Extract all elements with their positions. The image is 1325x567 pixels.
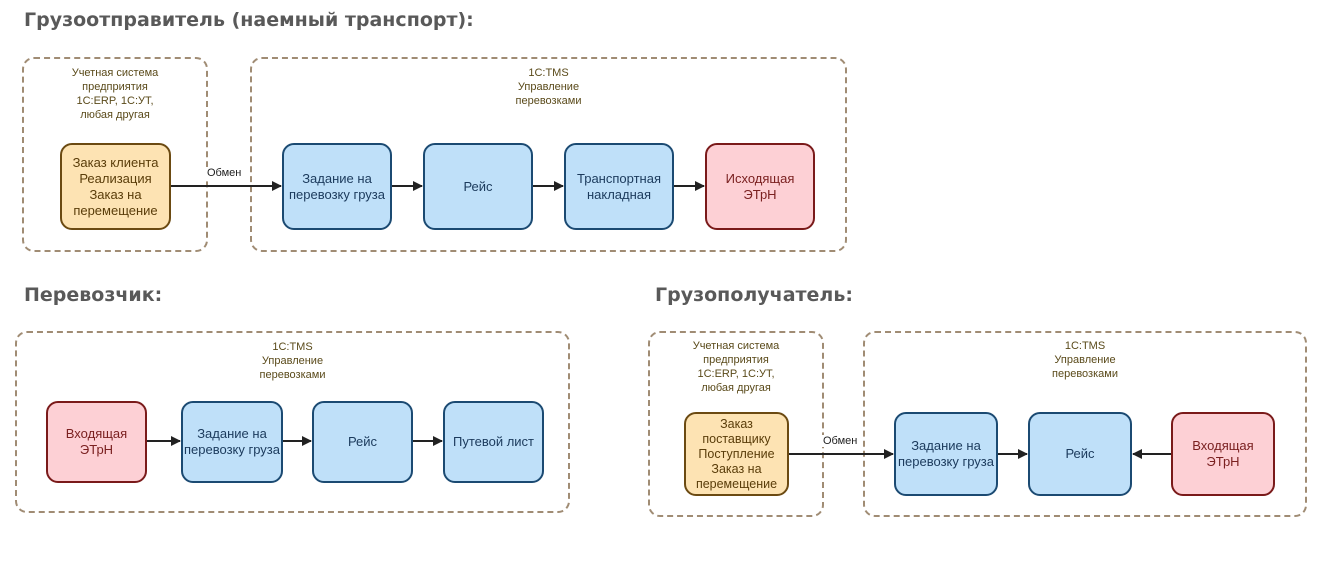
- carrier-trip-node[interactable]: Рейс: [312, 401, 413, 483]
- carrier-incoming-etrn-node[interactable]: Входящая ЭТрН: [46, 401, 147, 483]
- consignee-incoming-etrn-node[interactable]: Входящая ЭТрН: [1171, 412, 1275, 496]
- consignee-transport-task-node[interactable]: Задание на перевозку груза: [894, 412, 998, 496]
- consignee-source-documents-node[interactable]: Заказ поставщику Поступление Заказ на пе…: [684, 412, 789, 496]
- consignee-erp-group: Учетная система предприятия 1С:ERP, 1С:У…: [648, 331, 824, 517]
- carrier-transport-task-node[interactable]: Задание на перевозку груза: [181, 401, 283, 483]
- shipper-source-documents-node[interactable]: Заказ клиента Реализация Заказ на переме…: [60, 143, 171, 230]
- consignee-tms-group: 1С:TMS Управление перевозками: [863, 331, 1307, 517]
- shipper-exchange-label: Обмен: [206, 167, 243, 179]
- carrier-tms-group: 1С:TMS Управление перевозками: [15, 331, 570, 513]
- shipper-erp-group-label: Учетная система предприятия 1С:ERP, 1С:У…: [71, 67, 159, 121]
- consignee-heading: Грузополучатель:: [655, 284, 853, 306]
- carrier-travel-sheet-node[interactable]: Путевой лист: [443, 401, 544, 483]
- shipper-trip-node[interactable]: Рейс: [423, 143, 533, 230]
- shipper-erp-group: Учетная система предприятия 1С:ERP, 1С:У…: [22, 57, 208, 252]
- consignee-tms-group-label: 1С:TMS Управление перевозками: [1052, 340, 1118, 380]
- shipper-waybill-node[interactable]: Транспортная накладная: [564, 143, 674, 230]
- shipper-outgoing-etrn-node[interactable]: Исходящая ЭТрН: [705, 143, 815, 230]
- carrier-heading: Перевозчик:: [24, 284, 163, 306]
- shipper-tms-group-label: 1С:TMS Управление перевозками: [515, 67, 582, 107]
- consignee-exchange-label: Обмен: [822, 435, 859, 447]
- shipper-transport-task-node[interactable]: Задание на перевозку груза: [282, 143, 392, 230]
- carrier-tms-group-label: 1С:TMS Управление перевозками: [259, 341, 326, 381]
- consignee-trip-node[interactable]: Рейс: [1028, 412, 1132, 496]
- shipper-heading: Грузоотправитель (наемный транспорт):: [24, 9, 474, 31]
- shipper-tms-group: 1С:TMS Управление перевозками: [250, 57, 847, 252]
- consignee-erp-group-label: Учетная система предприятия 1С:ERP, 1С:У…: [692, 340, 780, 394]
